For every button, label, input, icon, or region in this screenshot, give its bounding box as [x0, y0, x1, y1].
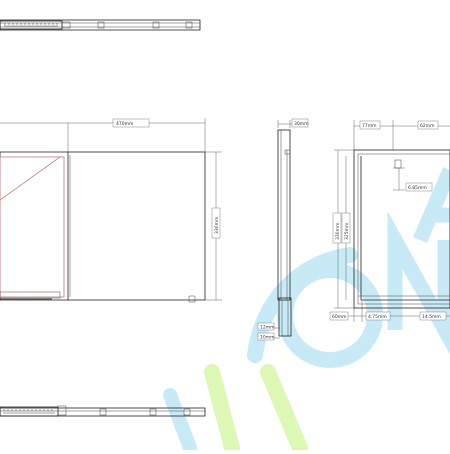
watermark-green-stroke-2: [204, 364, 240, 454]
front-view-dim-right-label: 330mm: [214, 217, 220, 234]
section-view-dim-height-2-label: 325mm: [344, 223, 350, 240]
section-view-frame: [353, 149, 450, 309]
watermark-logo: [163, 167, 450, 454]
side-view-dim-top-label: 30mm: [294, 121, 309, 127]
section-view-dim-inner-label: 6.85mm: [408, 185, 427, 191]
side-view-dim-bottom: 12mm 10mm: [257, 322, 280, 341]
section-view-dim-bottom: 60mm 4.75mm 14.5mm: [329, 300, 450, 322]
front-view-dim-right: 330mm: [205, 151, 222, 301]
top-view: [0, 19, 201, 31]
side-view-dim-bottom-label-2: 10mm: [260, 335, 275, 341]
watermark-ring: [277, 262, 384, 368]
front-view-dim-top-label: 470mm: [116, 121, 133, 127]
section-view-dim-top-right-label: 62mm: [420, 123, 435, 129]
side-view-dim-top: 30mm: [277, 118, 309, 128]
section-view-dim-height-1-label: 330mm: [335, 223, 341, 240]
side-view-dim-bottom-label-1: 12mm: [260, 325, 275, 331]
section-view-dim-bottom-left-label: 60mm: [332, 314, 347, 320]
section-view-dim-top-left-label: 77mm: [362, 123, 377, 129]
side-view-body: [277, 129, 291, 301]
watermark-letter-a: [413, 167, 450, 243]
bottom-view: [0, 405, 206, 417]
watermark-cyan-stroke: [163, 388, 197, 454]
section-view: 77mm 62mm 6.85mm 330mm 325mm: [329, 120, 450, 322]
side-view: 30mm 12mm 10mm: [257, 118, 309, 341]
section-view-dim-bottom-mid-label: 4.75mm: [368, 314, 387, 320]
front-view-dim-top: 470mm: [0, 118, 206, 152]
front-view: 470mm 330mm: [0, 118, 222, 303]
section-view-dim-top: 77mm 62mm: [353, 120, 450, 150]
section-view-dim-height: 330mm 325mm: [332, 149, 354, 309]
front-view-active-area: [0, 156, 65, 300]
front-view-frame: [0, 151, 206, 301]
section-view-dim-bottom-right-label: 14.5mm: [422, 314, 441, 320]
watermark-letter-n: [387, 211, 450, 355]
watermark-green-stroke-1: [260, 364, 308, 454]
section-view-inner-detail: 6.85mm: [393, 159, 433, 192]
bottom-view-connector: [0, 405, 67, 417]
top-view-connector: [0, 20, 71, 30]
